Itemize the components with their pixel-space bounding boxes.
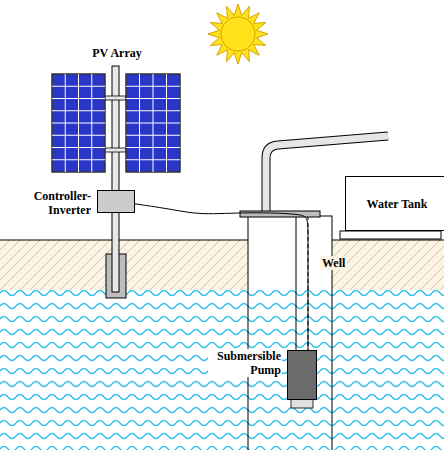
soil-band — [0, 240, 444, 290]
power-cable — [135, 204, 308, 350]
node-label: Submersible Pump — [208, 349, 282, 377]
well-cap — [240, 211, 320, 217]
riser-pipe — [296, 216, 297, 350]
water-tank: Water Tank — [345, 176, 444, 231]
sun — [208, 4, 268, 64]
node-label: PV Array — [50, 46, 184, 60]
pv-array: PV Array — [50, 46, 184, 66]
groundwater — [0, 290, 444, 450]
tank-base — [340, 231, 441, 239]
node-label: Controller- Inverter — [18, 189, 92, 217]
pv-panel — [126, 74, 180, 172]
pole-bracket — [104, 148, 126, 152]
pv-panel — [52, 74, 105, 172]
well-casing — [248, 216, 332, 450]
pole-bracket — [104, 96, 126, 100]
submersible-pump: Submersible Pump — [287, 350, 317, 400]
well-label: Well — [320, 256, 347, 270]
pv-cells — [52, 74, 180, 172]
ground-line — [0, 240, 444, 241]
node-label: Water Tank — [346, 197, 444, 211]
controller-box: Controller- Inverter — [97, 190, 135, 213]
